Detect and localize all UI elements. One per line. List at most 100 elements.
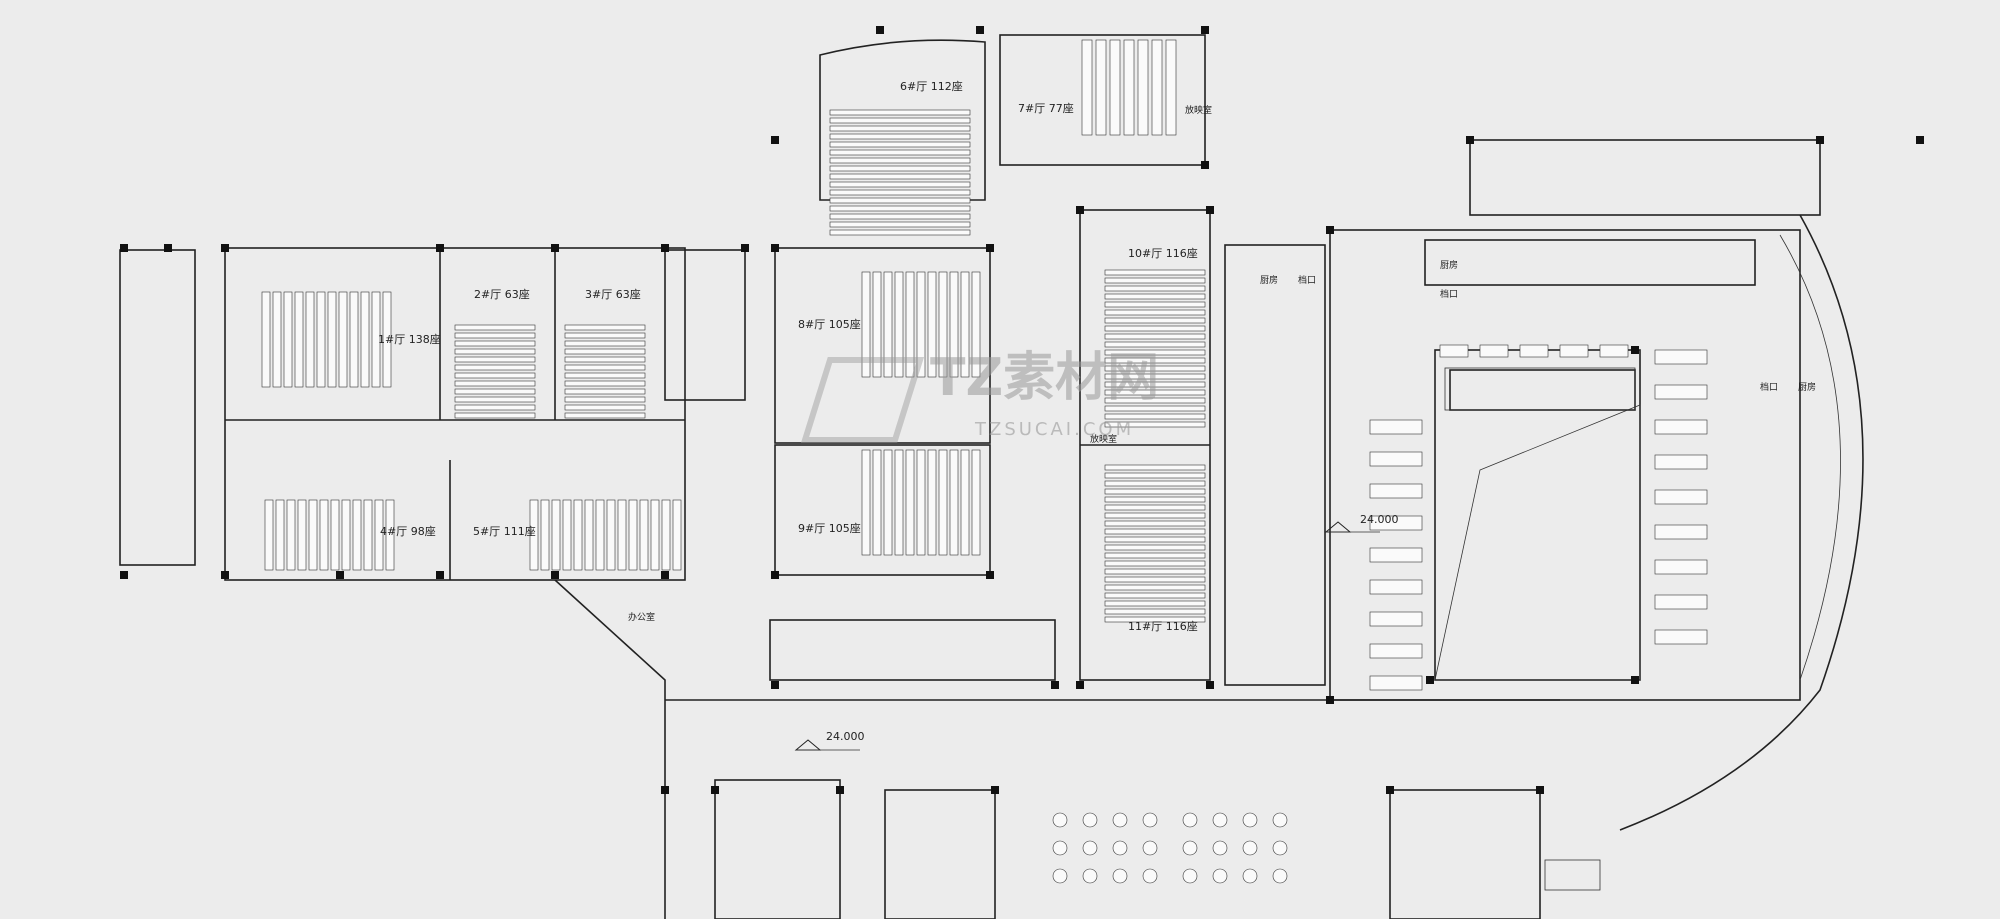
elevation-mark-lobby: 24.000 xyxy=(794,730,865,751)
seat xyxy=(564,404,646,411)
seat xyxy=(1104,421,1206,428)
seat xyxy=(971,449,981,556)
dining-table xyxy=(1369,675,1423,691)
seat xyxy=(454,356,536,363)
seat xyxy=(617,499,627,571)
seat xyxy=(1104,536,1206,543)
seat xyxy=(1104,309,1206,316)
column xyxy=(661,786,669,794)
seat xyxy=(360,291,370,388)
column xyxy=(771,244,779,252)
seat xyxy=(564,396,646,403)
seat xyxy=(341,499,351,571)
column xyxy=(661,244,669,252)
column xyxy=(771,571,779,579)
dining-table xyxy=(1369,547,1423,563)
seat xyxy=(540,499,550,571)
seat xyxy=(363,499,373,571)
seat xyxy=(661,499,671,571)
column xyxy=(976,26,984,34)
hall-10-label: 10#厅 116座 xyxy=(1128,246,1198,260)
dining-table xyxy=(1369,643,1423,659)
seat xyxy=(1104,269,1206,276)
seat xyxy=(861,449,871,556)
dining-tables xyxy=(1052,344,1708,884)
column xyxy=(1076,681,1084,689)
seat xyxy=(650,499,660,571)
column xyxy=(1326,226,1334,234)
seat xyxy=(1104,504,1206,511)
counter-label: 档口 xyxy=(1298,274,1316,286)
seat xyxy=(261,291,271,388)
dining-table xyxy=(1559,344,1589,358)
seat xyxy=(1104,373,1206,380)
seat xyxy=(883,449,893,556)
column xyxy=(1816,136,1824,144)
seat xyxy=(1104,496,1206,503)
seat xyxy=(564,348,646,355)
seat xyxy=(829,173,971,180)
seat xyxy=(352,499,362,571)
seat xyxy=(1104,317,1206,324)
column xyxy=(120,571,128,579)
round-table xyxy=(1242,812,1258,828)
seat xyxy=(564,372,646,379)
seat xyxy=(573,499,583,571)
column xyxy=(661,571,669,579)
seat xyxy=(454,396,536,403)
office-label: 办公室 xyxy=(628,611,655,623)
seat xyxy=(1104,464,1206,471)
seat xyxy=(1104,413,1206,420)
seat xyxy=(829,125,971,132)
column xyxy=(1631,676,1639,684)
seat xyxy=(829,133,971,140)
seat xyxy=(330,499,340,571)
counter-label: 档口 xyxy=(1760,381,1778,393)
column xyxy=(1386,786,1394,794)
counter-label: 档口 xyxy=(1440,288,1458,300)
hall-9-label: 9#厅 105座 xyxy=(798,521,861,535)
column xyxy=(986,571,994,579)
seat xyxy=(286,499,296,571)
hall-11-label: 11#厅 116座 xyxy=(1128,619,1198,633)
seat xyxy=(454,364,536,371)
round-table xyxy=(1082,840,1098,856)
column xyxy=(1076,206,1084,214)
seat xyxy=(960,271,970,378)
watermark-logo: TZ素材网 TZSUCAI.COM xyxy=(800,348,1159,443)
seat xyxy=(338,291,348,388)
seat xyxy=(829,141,971,148)
seat xyxy=(883,271,893,378)
seat xyxy=(1104,544,1206,551)
seat xyxy=(1104,584,1206,591)
projection-room-label: 放映室 xyxy=(1090,433,1117,445)
seat xyxy=(595,499,605,571)
seat xyxy=(872,449,882,556)
column xyxy=(836,786,844,794)
column xyxy=(1466,136,1474,144)
seat xyxy=(905,449,915,556)
seat xyxy=(1104,608,1206,615)
dining-table xyxy=(1479,344,1509,358)
seat xyxy=(283,291,293,388)
seat xyxy=(927,449,937,556)
seat xyxy=(1137,39,1149,136)
round-table xyxy=(1112,812,1128,828)
seat xyxy=(316,291,326,388)
hall-2-label: 2#厅 63座 xyxy=(474,287,530,301)
lower-lobby-walls xyxy=(665,699,1601,919)
round-table xyxy=(1272,840,1288,856)
column xyxy=(771,136,779,144)
seat xyxy=(1104,365,1206,372)
seat xyxy=(861,271,871,378)
column xyxy=(1326,696,1334,704)
dining-table xyxy=(1369,483,1423,499)
seat xyxy=(1104,552,1206,559)
column xyxy=(551,571,559,579)
column xyxy=(120,244,128,252)
seat xyxy=(1104,520,1206,527)
round-table xyxy=(1142,812,1158,828)
seat xyxy=(1104,277,1206,284)
seat xyxy=(829,213,971,220)
